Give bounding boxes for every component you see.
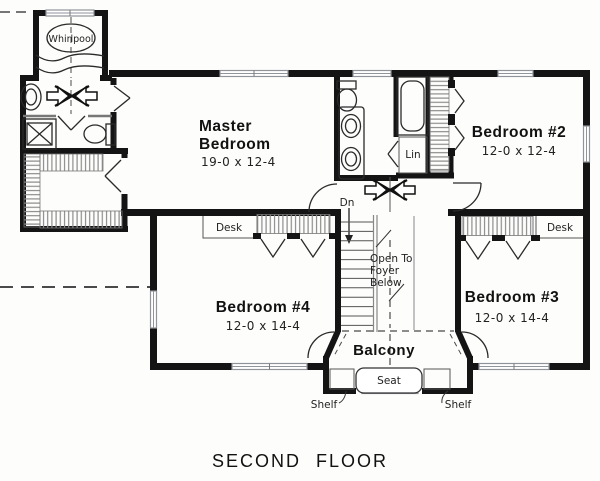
bathtub — [396, 76, 429, 136]
window-seat — [355, 367, 423, 394]
master-bedroom-name-line2: Bedroom — [199, 136, 271, 153]
whirlpool-tub — [46, 23, 96, 53]
window-master — [219, 69, 289, 78]
roof-reference-lines — [0, 11, 150, 288]
window-bedroom2-top — [497, 69, 534, 78]
bedroom4-name: Bedroom #4 — [216, 299, 311, 316]
lin-label: Lin — [405, 149, 420, 161]
stair-treads — [341, 221, 373, 326]
bedroom3-name: Bedroom #3 — [465, 289, 560, 306]
toilet-master — [83, 123, 116, 146]
desk-b4-label: Desk — [216, 222, 243, 234]
seat-label: Seat — [377, 375, 401, 387]
window-whirlpool — [45, 9, 95, 17]
stairs: Open To Foyer Below — [341, 215, 415, 332]
window-bedroom2-right — [582, 125, 591, 163]
window-bedroom4-left — [149, 290, 158, 329]
open-foyer-line1: Open To — [370, 253, 412, 265]
shelf-left-label: Shelf — [311, 399, 338, 411]
bedroom3-dims: 12-0 x 14-4 — [475, 311, 550, 325]
linen-closet — [387, 136, 428, 174]
shelf-box-right — [423, 368, 451, 390]
master-bedroom-labels: Master Bedroom 19-0 x 12-4 — [199, 118, 276, 169]
bedroom4-closet-shelf — [256, 214, 331, 234]
bedroom4-bifold1 — [260, 238, 286, 259]
shower — [22, 118, 57, 150]
bedroom4-bifold2 — [300, 238, 326, 259]
bath-door — [113, 85, 131, 112]
master-bedroom-dims: 19-0 x 12-4 — [201, 155, 276, 169]
shelf-leader-right — [441, 390, 449, 404]
bedroom2-name: Bedroom #2 — [472, 124, 567, 141]
pedestal-sink — [20, 83, 42, 111]
tub-deck-edge2 — [35, 65, 105, 74]
dn-label: Dn — [340, 197, 355, 209]
window-bedroom4-bottom — [231, 362, 308, 371]
whirlpool-label: Whirlpool — [49, 34, 94, 45]
bedroom4: Desk Bedroom #4 12-0 x 14-4 — [202, 214, 338, 333]
shelf-leader-left — [338, 390, 347, 404]
bedroom3: Desk Bedroom #3 12-0 x 14-4 — [458, 216, 583, 325]
desk-b3-label: Desk — [547, 222, 574, 234]
closet-door — [104, 159, 122, 193]
tub-deck-edge — [35, 53, 105, 62]
bedroom2: Bedroom #2 12-0 x 12-4 — [429, 76, 567, 212]
balcony: Balcony Seat Shelf Shelf — [307, 330, 489, 411]
bedroom3-closet-shelf — [461, 216, 534, 236]
open-foyer-line3: Below — [370, 277, 402, 289]
page-title: SECOND FLOOR — [212, 451, 388, 471]
bedroom4-balcony-door — [307, 331, 335, 359]
bedroom3-bifold2 — [505, 240, 531, 261]
master-entry-door — [308, 183, 338, 213]
bedroom2-dims: 12-0 x 12-4 — [482, 144, 557, 158]
shelf-box-left — [329, 368, 355, 390]
bedroom3-balcony-door — [461, 331, 489, 359]
walls — [20, 10, 590, 394]
shelf-right-label: Shelf — [445, 399, 472, 411]
bedroom2-bifold2 — [454, 125, 465, 151]
bedroom2-entry-door — [452, 182, 482, 212]
balcony-label: Balcony — [353, 342, 415, 359]
bedroom2-closet-shelf — [429, 76, 450, 172]
walkin-closet-shelves — [23, 153, 123, 229]
toilet-hall — [336, 80, 358, 112]
attic-access-symbol — [45, 84, 99, 108]
master-suite: Whirlpool — [20, 17, 338, 229]
master-bedroom-name-line1: Master — [199, 118, 252, 135]
dn-arrowhead — [345, 235, 353, 244]
open-foyer-line2: Foyer — [370, 265, 400, 277]
window-hall-bath — [352, 69, 392, 78]
hall-bath: Lin — [336, 76, 429, 180]
bedroom2-bifold1 — [454, 88, 465, 114]
double-vanity — [338, 106, 365, 180]
desk-b4-outline — [202, 216, 257, 239]
bedroom4-dims: 12-0 x 14-4 — [226, 319, 301, 333]
window-bedroom3-bottom — [478, 362, 550, 371]
bedroom3-bifold1 — [465, 240, 491, 261]
